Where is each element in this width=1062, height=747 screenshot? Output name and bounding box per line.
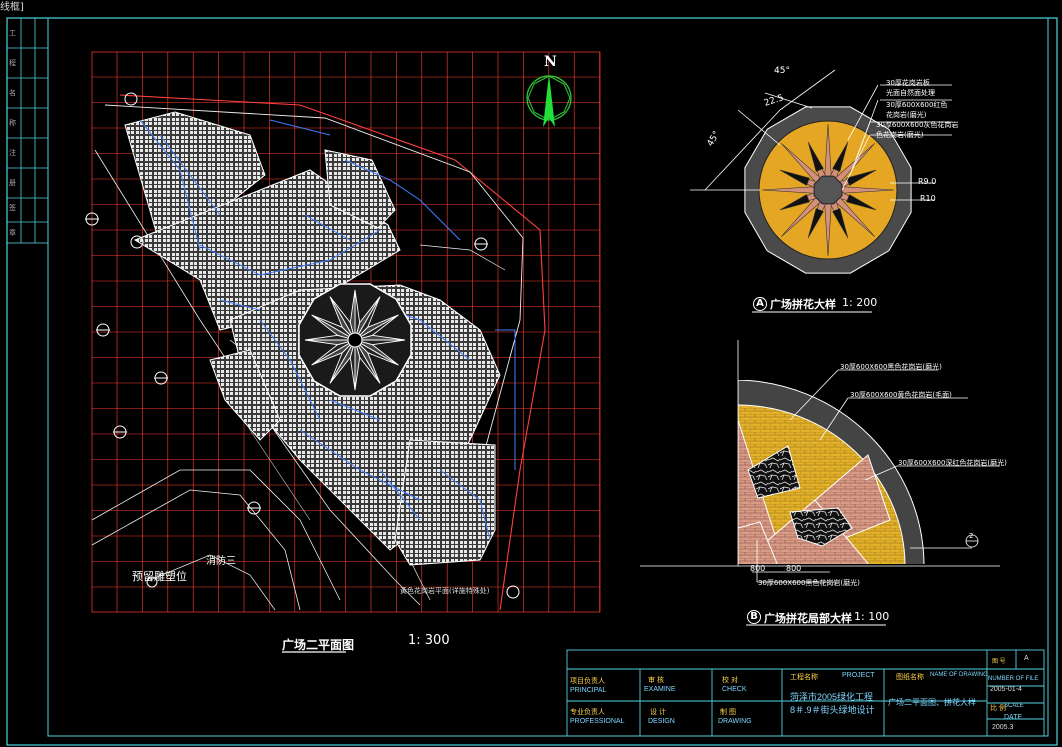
detail-b-scale: 1: 100 — [854, 610, 890, 623]
star-point-shade — [329, 339, 356, 384]
tb-examine-cn: 审 核 — [648, 677, 664, 684]
star-point-shade — [311, 339, 356, 366]
detail-b-note: 30厚600X600黑色花岗岩(磨光) — [758, 579, 860, 587]
detail-a-note: 30厚花岗岩板 — [886, 79, 930, 87]
plan-label-road: 消防三 — [206, 556, 236, 567]
detail-b-section-marker: 2 — [969, 532, 974, 540]
detail-b-leaders — [640, 340, 1000, 583]
star-point-shade — [329, 296, 356, 341]
left-strip-label: 章 — [9, 229, 16, 237]
tb-drawing-cn: 制 图 — [720, 709, 736, 716]
rosette-dark-wedge — [807, 208, 824, 239]
tb-check-en: CHECK — [722, 686, 747, 693]
star-point-shade — [354, 314, 399, 341]
tb-principal-cn: 项目负责人 — [570, 678, 605, 685]
tb-drawing-name-en: NAME OF DRAWING — [930, 672, 988, 678]
star-point-shade — [304, 339, 356, 346]
detail-a-note: 色花岗岩(磨光) — [876, 131, 924, 139]
star-point-shade — [354, 296, 381, 341]
detail-b-dim-800: 800 — [750, 564, 766, 573]
plaza-paving — [124, 111, 501, 566]
tb-check-cn: 校 对 — [722, 677, 738, 684]
plan-label-sculpture: 预留雕塑位 — [132, 570, 187, 583]
detail-b-note: 30厚600X600黑色花岗岩(磨光) — [840, 363, 942, 371]
star-point-shade — [354, 339, 399, 366]
title-block-lines — [566, 649, 1045, 737]
plan-scale: 1: 300 — [408, 633, 450, 648]
tb-drawing-en: DRAWING — [718, 718, 752, 725]
detail-a-note: 光面自然面处理 — [886, 89, 935, 97]
tb-scale-cn: 比 例 — [990, 705, 1006, 712]
tb-file-en: NUMBER OF FILE — [988, 676, 1039, 682]
tb-design-cn: 设 计 — [650, 709, 666, 716]
rosette-dark-wedge — [846, 194, 877, 211]
rosette-dark-wedge — [832, 208, 849, 239]
rosette-dark-wedge — [779, 194, 810, 211]
left-strip-label: 册 — [9, 179, 16, 187]
tb-project-cn: 工程名称 — [790, 674, 818, 681]
left-strip-label: 工 — [9, 29, 16, 37]
detail-b-marker: B — [747, 610, 761, 624]
inner-frame — [47, 17, 1049, 737]
detail-a-dim-r10: R10 — [920, 194, 936, 203]
tb-project-name-2: 8＃.9＃街头绿地设计 — [790, 705, 875, 715]
plan-central-star — [298, 283, 412, 397]
tb-date-en: DATE — [1004, 714, 1023, 721]
detail-a-dim-r9: R9.0 — [918, 177, 937, 186]
left-strip-label: 称 — [9, 119, 16, 127]
north-arrow-icon — [526, 74, 572, 127]
tb-project-name-1: 菏泽市2005绿化工程 — [790, 692, 874, 702]
left-strip-label: 名 — [9, 89, 16, 97]
star-point-shade — [354, 339, 381, 384]
tb-edition: A — [1024, 655, 1029, 662]
tb-drawing-name: 广场二平面图、拼花大样 — [888, 698, 976, 707]
detail-a-note: 花岗岩(磨光) — [886, 111, 927, 119]
plan-section-markers — [85, 92, 520, 599]
plan-title: 广场二平面图 — [282, 638, 355, 652]
rosette-dark-wedge — [807, 141, 824, 172]
star-point-shade — [354, 339, 361, 391]
detail-a-rosette — [744, 106, 912, 274]
star-point-shade — [311, 314, 356, 341]
tb-file-no: 2005-01-4 — [990, 686, 1022, 693]
tb-principal-en: PRINCIPAL — [570, 687, 607, 694]
tb-professional-en: PROFESSIONAL — [570, 718, 625, 725]
north-label: N — [544, 54, 557, 70]
tb-drawing-name-cn: 图纸名称 — [896, 674, 924, 681]
detail-a-dimension-lines — [690, 69, 952, 201]
tb-project-en: PROJECT — [842, 672, 875, 679]
detail-a-dim-45: 45° — [774, 66, 790, 76]
detail-a-note: 30厚600X600红色 — [886, 101, 948, 109]
detail-a-title: 广场拼花大样 — [770, 298, 836, 311]
blue-dimension-lines — [139, 119, 516, 541]
tb-examine-en: EXAMINE — [644, 686, 676, 693]
rosette-dark-wedge — [832, 141, 849, 172]
tb-file-cn: 图 号 — [992, 659, 1006, 665]
detail-a-scale: 1: 200 — [842, 296, 878, 309]
tb-professional-cn: 专业负责人 — [570, 709, 605, 716]
site-boundary-lines — [91, 94, 546, 611]
left-binding-strip — [6, 17, 49, 244]
plan-label-note: 黄色花岗岩平面(详施特殊处) — [400, 587, 490, 595]
detail-a-marker: A — [753, 297, 767, 311]
left-strip-label: 注 — [9, 149, 16, 157]
rosette-dark-wedge — [779, 169, 810, 186]
tb-scale-en: SCALE — [1004, 703, 1024, 709]
window-caption-fragment: 线框] — [0, 2, 24, 13]
left-strip-label: 签 — [9, 204, 16, 212]
tb-design-en: DESIGN — [648, 718, 675, 725]
left-strip-label: 程 — [9, 59, 16, 67]
detail-a-note: 30厚600X600灰色花岗岩 — [876, 121, 959, 129]
detail-b-dim-800: 800 — [786, 564, 802, 573]
detail-b-note: 30厚600X600深红色花岗岩(磨光) — [898, 459, 1007, 467]
detail-b-title: 广场拼花局部大样 — [764, 612, 852, 625]
rosette-dark-wedge — [846, 169, 877, 186]
detail-b-note: 30厚600X600黄色花岗岩(毛面) — [850, 391, 952, 399]
detail-b-quadrant — [738, 380, 925, 564]
star-point-shade — [349, 289, 356, 341]
tb-date-val: 2005.3 — [992, 724, 1014, 731]
